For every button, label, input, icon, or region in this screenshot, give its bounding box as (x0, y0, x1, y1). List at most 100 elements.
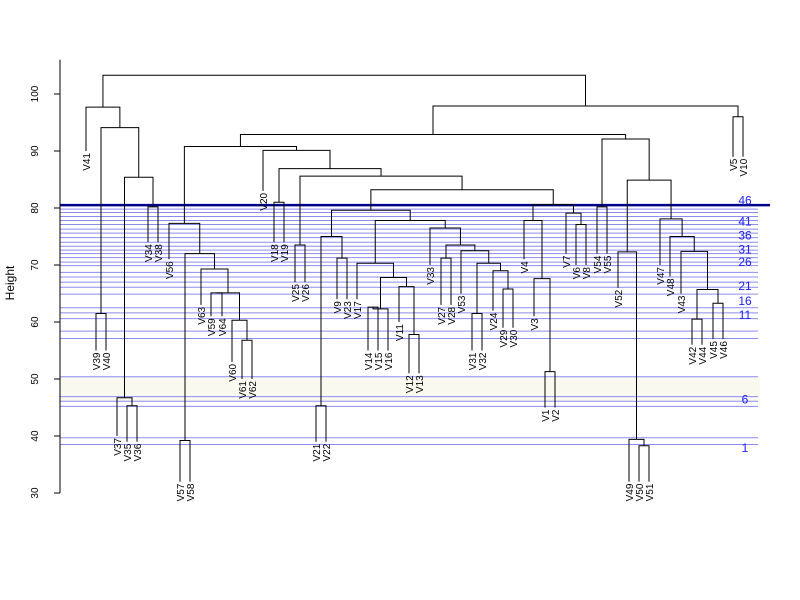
leaf-label: V17 (353, 301, 364, 319)
leaf-label: V6 (572, 267, 583, 280)
leaf-label: V20 (259, 192, 270, 210)
dendrogram-branch (231, 319, 248, 362)
y-axis-title: Height (3, 265, 17, 300)
cluster-count-label: 6 (742, 393, 749, 407)
cluster-count-label: 41 (738, 215, 752, 229)
leaf-label: V52 (614, 289, 625, 307)
leaf-label: V36 (133, 443, 144, 461)
leaf-label: V8 (582, 267, 593, 280)
leaf-label: V2 (551, 409, 562, 422)
leaf-label: V32 (478, 352, 489, 370)
cluster-count-label: 36 (738, 228, 752, 242)
leaf-label: V9 (333, 301, 344, 314)
dendrogram-branch (273, 201, 285, 243)
cut-lines (60, 203, 770, 446)
leaf-label: V41 (82, 153, 93, 171)
dendrogram-branch (732, 116, 744, 157)
dendrogram-branch (638, 445, 650, 482)
dendrogram-branch (408, 334, 420, 374)
leaf-label: V35 (123, 443, 134, 461)
cluster-count-label: 11 (739, 308, 752, 322)
dendrogram-branch (575, 224, 587, 265)
leaf-label: V7 (562, 255, 573, 268)
cluster-count-label: 16 (738, 294, 752, 308)
leaf-label: V57 (176, 483, 187, 501)
leaf-label: V61 (238, 381, 249, 399)
dendrogram-branch (315, 405, 327, 442)
leaf-label: V22 (322, 443, 333, 461)
leaf-label: V15 (374, 352, 385, 370)
leaf-label: V12 (405, 375, 416, 393)
y-tick-label: 70 (30, 259, 41, 271)
leaf-label: V24 (489, 312, 500, 330)
leaf-label: V34 (144, 244, 155, 262)
leaf-label: V62 (248, 381, 259, 399)
leaf-label: V40 (102, 352, 113, 370)
leaf-label: V54 (593, 255, 604, 273)
leaf-label: V53 (457, 295, 468, 313)
leaf-label: V31 (468, 352, 479, 370)
cluster-count-label: 21 (738, 279, 752, 293)
dendrogram-branch (601, 138, 650, 207)
leaf-label: V60 (228, 363, 239, 381)
dendrogram-branch (179, 440, 191, 482)
leaf-label: V49 (625, 483, 636, 501)
dendrogram-branch (126, 405, 138, 442)
dendrogram-branch (370, 189, 554, 211)
leaf-label: V63 (197, 306, 208, 324)
leaf-label: V5 (729, 158, 740, 171)
dendrogram-branch (239, 133, 627, 147)
leaf-label: V26 (301, 284, 312, 302)
dendrogram-branch (691, 318, 703, 345)
leaf-label: V18 (270, 244, 281, 262)
dendrogram-branch (241, 339, 253, 379)
dendrogram-branch (183, 145, 298, 224)
cluster-count-label: 31 (738, 243, 752, 257)
y-tick-label: 90 (30, 145, 41, 157)
leaf-label: V3 (530, 318, 541, 331)
cluster-count-label: 46 (738, 194, 752, 208)
dendrogram-branch (372, 307, 389, 351)
dendrogram-branch (116, 397, 133, 436)
cluster-count-label: 1 (742, 441, 749, 455)
dendrogram-branch (626, 179, 672, 252)
y-tick-label: 80 (30, 202, 41, 214)
leaf-label: V25 (291, 284, 302, 302)
leaf-label: V42 (688, 346, 699, 364)
leaf-label: V21 (312, 443, 323, 461)
leaf-label: V37 (113, 438, 124, 456)
leaf-label: V46 (719, 341, 730, 359)
y-tick-label: 30 (30, 487, 41, 499)
leaf-label: V51 (645, 483, 656, 501)
dendrogram-branch (445, 244, 476, 259)
leaf-label: V38 (154, 244, 165, 262)
leaf-label: V47 (656, 267, 667, 285)
leaf-label: V27 (437, 306, 448, 324)
dendrogram-branch (336, 257, 348, 300)
leaf-label: V1 (541, 409, 552, 422)
leaf-label: V10 (739, 158, 750, 176)
dendrogram-branch (617, 251, 637, 440)
leaf-label: V19 (280, 244, 291, 262)
leaf-label: V50 (635, 483, 646, 501)
leaf-label: V4 (520, 261, 531, 274)
leaf-label: V48 (666, 278, 677, 296)
leaf-label: V56 (165, 261, 176, 279)
leaf-label: V58 (186, 483, 197, 501)
leaf-label: V55 (603, 255, 614, 273)
dendrogram-branch (712, 302, 724, 340)
leaf-label: V16 (384, 352, 395, 370)
leaf-label: V28 (447, 306, 458, 324)
leaf-label: V11 (395, 324, 406, 341)
leaf-label: V45 (709, 341, 720, 359)
leaf-label: V39 (92, 352, 103, 370)
leaf-label: V14 (364, 352, 375, 370)
leaf-label: V30 (509, 329, 520, 347)
leaf-label: V59 (207, 318, 218, 336)
y-tick-label: 40 (30, 430, 41, 442)
y-tick-label: 100 (30, 85, 41, 102)
